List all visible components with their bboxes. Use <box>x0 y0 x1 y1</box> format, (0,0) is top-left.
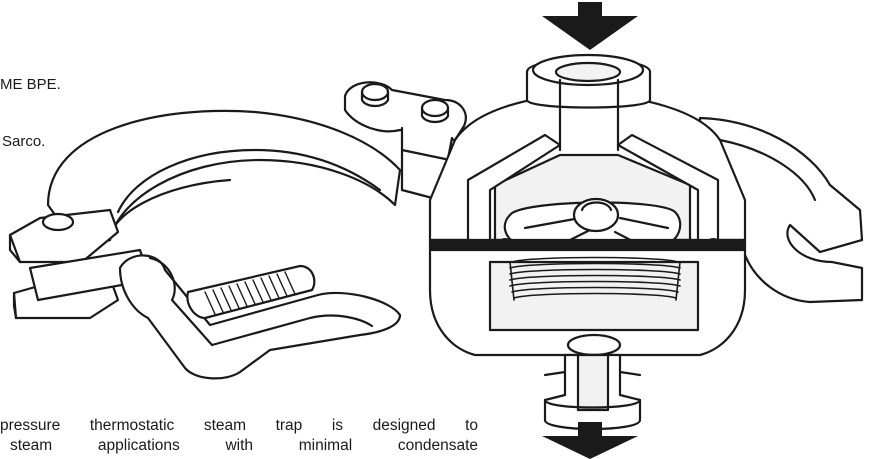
inlet-opening-inner <box>554 61 622 83</box>
bellows-stack <box>509 256 681 301</box>
bolt-threads <box>204 271 296 315</box>
valve-head <box>572 197 620 233</box>
wing-nut <box>118 254 402 380</box>
hinge-pin-1 <box>360 82 390 102</box>
top-caption-line-1: ME BPE. <box>0 76 61 93</box>
clamp-assembly <box>8 81 864 380</box>
bottom-caption-line-1: pressure thermostatic steam trap is desi… <box>0 417 478 434</box>
outlet-flow-arrow-icon <box>542 422 638 459</box>
valve-seat <box>566 333 622 357</box>
hinge-pin-2 <box>420 98 450 118</box>
steam-trap-body <box>428 53 747 431</box>
outlet-bore <box>576 353 610 412</box>
wing-nut-edge <box>148 256 214 347</box>
bottom-caption: pressure thermostatic steam trap is desi… <box>0 416 478 456</box>
joint-band <box>428 238 747 252</box>
lower-cutaway <box>488 260 700 332</box>
top-caption-line-2: Sarco. <box>2 133 46 150</box>
bottom-caption-line-2: steam applications with minimal condensa… <box>10 437 478 454</box>
clamp-inner-edge <box>116 148 382 214</box>
inlet-flow-arrow-icon <box>542 2 638 50</box>
wing-nut-face <box>210 314 374 347</box>
clamp-right-half <box>698 116 864 304</box>
clamp-tab-side <box>8 233 22 264</box>
clamp-tab-hole <box>41 212 75 232</box>
clamp-right-edge <box>718 138 817 202</box>
top-caption: ME BPE. Sarco. <box>0 37 61 170</box>
inlet-tube <box>558 78 620 152</box>
clamp-tab-lower-side <box>12 291 18 320</box>
clamp-body <box>46 109 402 252</box>
